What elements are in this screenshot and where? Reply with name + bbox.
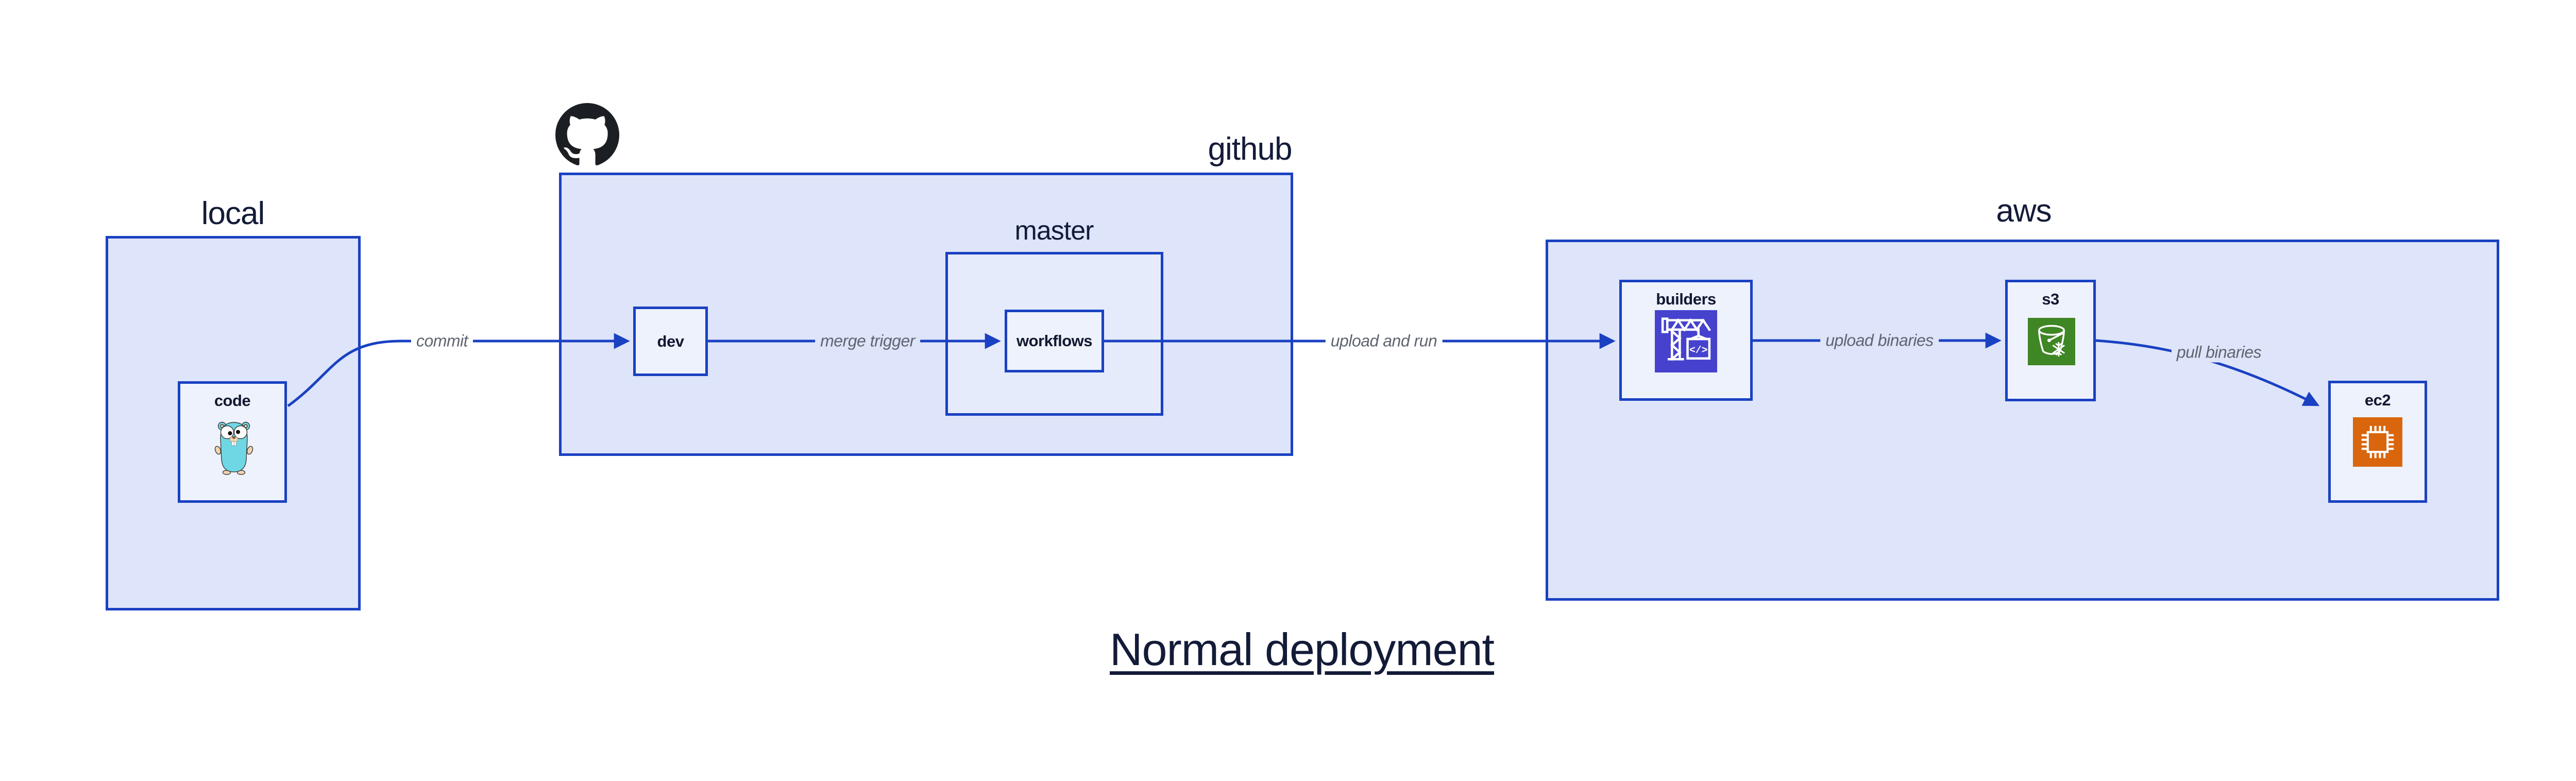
- node-s3-label: s3: [2042, 290, 2059, 308]
- node-ec2-label: ec2: [2364, 391, 2391, 409]
- node-builders: builders </>: [1619, 280, 1753, 401]
- edge-commit: [287, 333, 630, 408]
- aws-s3-glacier-bucket-icon: [2028, 318, 2075, 365]
- node-ec2: ec2: [2328, 381, 2427, 503]
- github-octocat-icon: [555, 103, 619, 165]
- go-gopher-icon: [214, 421, 253, 475]
- node-dev: dev: [633, 307, 708, 376]
- node-dev-label: dev: [657, 332, 684, 350]
- edge-label-commit: commit: [411, 331, 473, 351]
- svg-text:</>: </>: [1689, 345, 1707, 356]
- diagram-title: Normal deployment: [1110, 624, 1495, 675]
- edge-label-pull-binaries: pull binaries: [2171, 342, 2267, 363]
- container-label-local: local: [201, 196, 265, 231]
- container-label-github: github: [1208, 131, 1293, 167]
- container-label-aws: aws: [1996, 193, 2052, 229]
- node-code-label: code: [214, 392, 251, 410]
- edge-label-merge-trigger: merge trigger: [815, 331, 920, 351]
- node-workflows-label: workflows: [1016, 331, 1093, 350]
- node-code: code: [178, 381, 287, 503]
- aws-codebuild-crane-icon: </>: [1655, 310, 1717, 372]
- edge-label-upload-and-run: upload and run: [1325, 331, 1443, 351]
- node-workflows: workflows: [1005, 310, 1104, 372]
- edge-label-upload-binaries: upload binaries: [1820, 330, 1939, 351]
- node-builders-label: builders: [1656, 290, 1716, 308]
- container-label-master: master: [1014, 216, 1094, 246]
- node-s3: s3: [2005, 280, 2096, 401]
- aws-ec2-chip-icon: [2353, 417, 2402, 467]
